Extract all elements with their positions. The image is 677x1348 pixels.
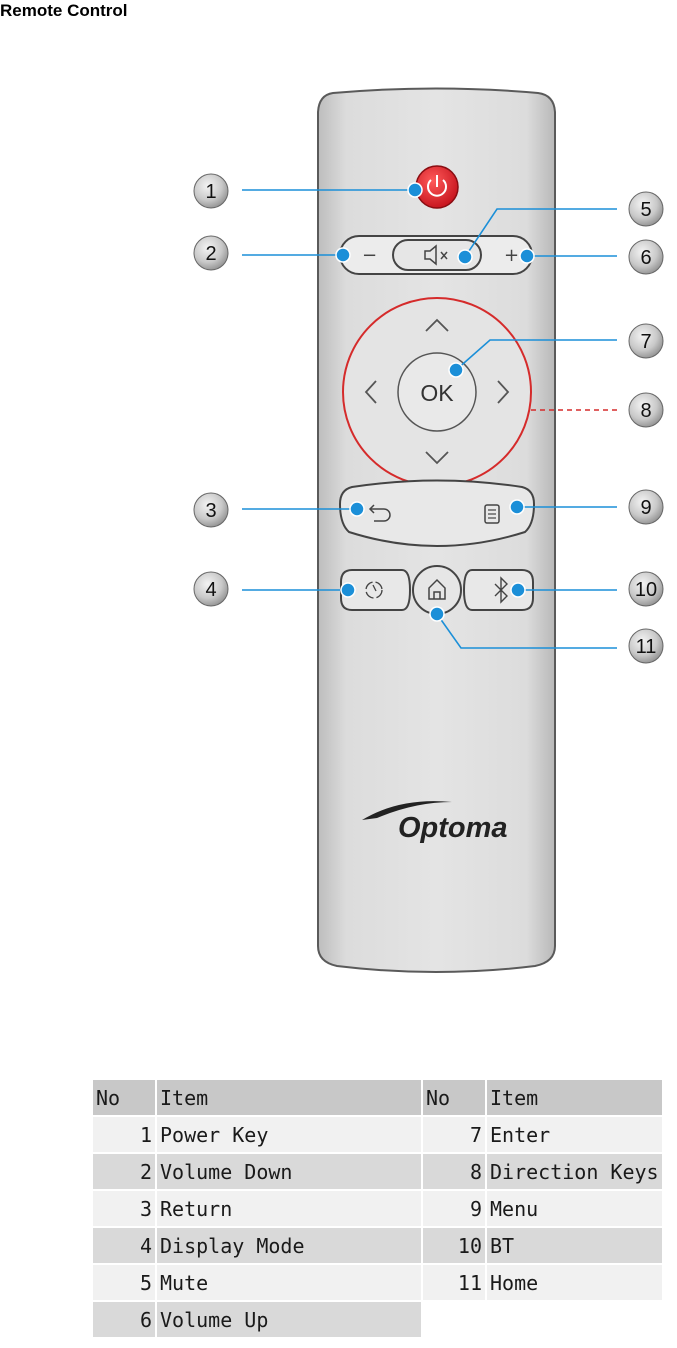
- row-item: Display Mode: [157, 1228, 421, 1263]
- table-row: 4 Display Mode 10 BT: [93, 1228, 662, 1263]
- row-item: Menu: [487, 1191, 662, 1226]
- optoma-logo: Optoma: [362, 801, 508, 844]
- svg-text:3: 3: [205, 500, 216, 522]
- leader-7: [455, 339, 617, 371]
- svg-text:7: 7: [640, 331, 651, 353]
- ok-label: OK: [420, 380, 454, 406]
- row-item: Return: [157, 1191, 421, 1226]
- svg-text:6: 6: [640, 247, 651, 269]
- remote-control-figure: − + OK: [193, 87, 664, 973]
- svg-text:10: 10: [635, 579, 657, 601]
- return-icon: [368, 504, 391, 522]
- row-item: Volume Down: [157, 1154, 421, 1189]
- header-item-left: Item: [157, 1080, 421, 1115]
- row-item: Home: [487, 1265, 662, 1300]
- callout-5: 5: [628, 191, 664, 227]
- table-row: 5 Mute 11 Home: [93, 1265, 662, 1300]
- return-menu-bar[interactable]: [338, 479, 536, 547]
- row-no: 1: [93, 1117, 155, 1152]
- row-item: Volume Up: [157, 1302, 421, 1337]
- row-no: 6: [93, 1302, 155, 1337]
- callout-11: 11: [628, 628, 664, 664]
- callout-4: 4: [193, 571, 229, 607]
- leader-5: [464, 208, 617, 258]
- brand-logo-text: Optoma: [398, 812, 508, 844]
- row-no: 5: [93, 1265, 155, 1300]
- table-header-row: No Item No Item: [93, 1080, 662, 1115]
- down-arrow-icon: [425, 451, 449, 465]
- row-item: Direction Keys: [487, 1154, 662, 1189]
- row-no: 2: [93, 1154, 155, 1189]
- row-item: Power Key: [157, 1117, 421, 1152]
- row-no: 3: [93, 1191, 155, 1226]
- table-row: 6 Volume Up: [93, 1302, 662, 1337]
- home-icon: [428, 578, 446, 600]
- table-row: 2 Volume Down 8 Direction Keys: [93, 1154, 662, 1189]
- callout-10: 10: [628, 571, 664, 607]
- callout-7: 7: [628, 323, 664, 359]
- row-no: 10: [423, 1228, 485, 1263]
- callout-3: 3: [193, 492, 229, 528]
- display-mode-icon: [365, 581, 383, 599]
- bt-button[interactable]: [462, 569, 534, 611]
- callout-6: 6: [628, 239, 664, 275]
- row-no: 8: [423, 1154, 485, 1189]
- callout-1: 1: [193, 173, 229, 209]
- callout-8: 8: [628, 392, 664, 428]
- svg-text:11: 11: [636, 636, 657, 658]
- svg-text:5: 5: [640, 199, 651, 221]
- svg-text:8: 8: [640, 400, 651, 422]
- menu-icon: [484, 504, 500, 524]
- up-arrow-icon: [425, 318, 449, 332]
- mute-button[interactable]: [392, 239, 482, 271]
- table-row: 3 Return 9 Menu: [93, 1191, 662, 1226]
- power-button[interactable]: [415, 165, 459, 209]
- svg-text:4: 4: [205, 579, 216, 601]
- leader-11: [436, 613, 617, 649]
- empty-cell: [423, 1302, 485, 1337]
- volume-down-label: −: [362, 245, 377, 266]
- row-item: BT: [487, 1228, 662, 1263]
- display-mode-button[interactable]: [340, 569, 412, 611]
- button-legend-table: No Item No Item 1 Power Key 7 Enter 2 Vo…: [91, 1078, 664, 1339]
- svg-text:2: 2: [205, 243, 216, 265]
- row-no: 7: [423, 1117, 485, 1152]
- callout-2: 2: [193, 235, 229, 271]
- callout-9: 9: [628, 489, 664, 525]
- mute-icon: [424, 244, 448, 266]
- table-row: 1 Power Key 7 Enter: [93, 1117, 662, 1152]
- right-arrow-icon: [497, 380, 510, 404]
- bluetooth-icon: [494, 576, 508, 604]
- header-no-right: No: [423, 1080, 485, 1115]
- svg-text:9: 9: [640, 497, 651, 519]
- power-icon: [427, 179, 447, 197]
- leader-lines: [242, 189, 617, 649]
- row-no: 4: [93, 1228, 155, 1263]
- header-no-left: No: [93, 1080, 155, 1115]
- row-no: 9: [423, 1191, 485, 1226]
- row-item: Mute: [157, 1265, 421, 1300]
- ok-button[interactable]: OK: [397, 352, 477, 432]
- header-item-right: Item: [487, 1080, 662, 1115]
- row-item: Enter: [487, 1117, 662, 1152]
- leader-dots: [335, 182, 535, 622]
- volume-up-label: +: [504, 245, 519, 266]
- page-title: Remote Control: [0, 1, 128, 20]
- empty-cell: [487, 1302, 662, 1337]
- svg-text:1: 1: [205, 181, 216, 203]
- row-no: 11: [423, 1265, 485, 1300]
- left-arrow-icon: [364, 380, 377, 404]
- home-button[interactable]: [412, 565, 462, 615]
